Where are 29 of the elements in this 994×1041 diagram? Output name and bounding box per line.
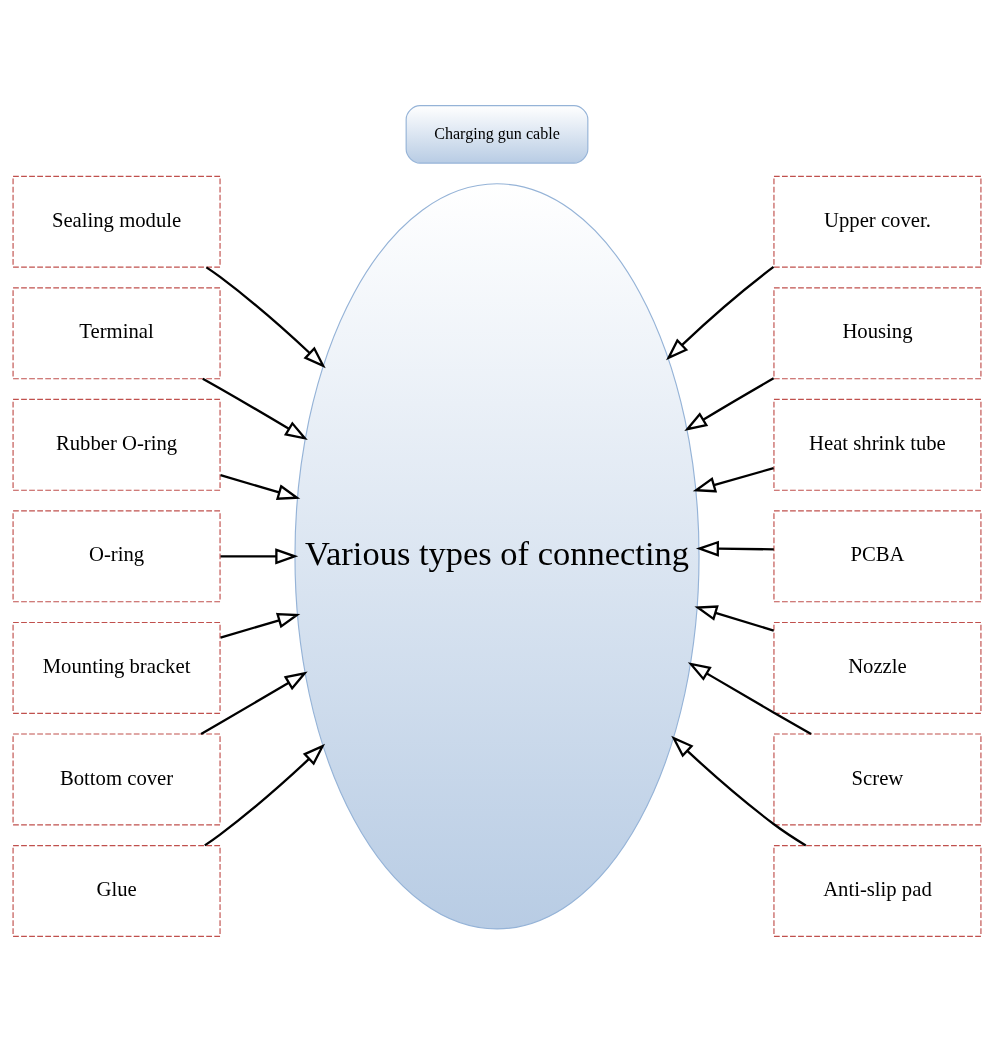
arrow <box>684 376 775 431</box>
arrow <box>692 466 774 492</box>
node-box: Screw <box>773 732 982 825</box>
arrow <box>200 671 308 735</box>
arrow <box>694 604 775 632</box>
node-box: Housing <box>773 286 982 379</box>
arrow <box>220 473 301 500</box>
node-box: Sealing module <box>12 175 221 268</box>
node-box: Glue <box>12 844 221 937</box>
node-box: Charging gun cable <box>405 104 589 164</box>
arrow <box>204 743 326 846</box>
node-box: Anti-slip pad <box>773 844 982 937</box>
node-box: Nozzle <box>773 621 982 714</box>
arrow <box>666 265 775 360</box>
arrow <box>695 540 774 557</box>
node-box: Heat shrink tube <box>773 398 982 491</box>
node-box: O-ring <box>12 509 221 602</box>
arrow <box>671 735 807 846</box>
node-box: Upper cover. <box>773 175 982 268</box>
arrow <box>202 377 308 440</box>
arrow <box>205 265 326 368</box>
node-ellipse: Various types of connecting <box>294 182 700 929</box>
node-box: Bottom cover <box>12 732 221 825</box>
arrow <box>220 547 299 564</box>
node-box: Rubber O-ring <box>12 398 221 491</box>
node-box: Terminal <box>12 286 221 379</box>
node-box: PCBA <box>773 509 982 602</box>
node-box: Mounting bracket <box>12 621 221 714</box>
arrow <box>220 612 301 639</box>
